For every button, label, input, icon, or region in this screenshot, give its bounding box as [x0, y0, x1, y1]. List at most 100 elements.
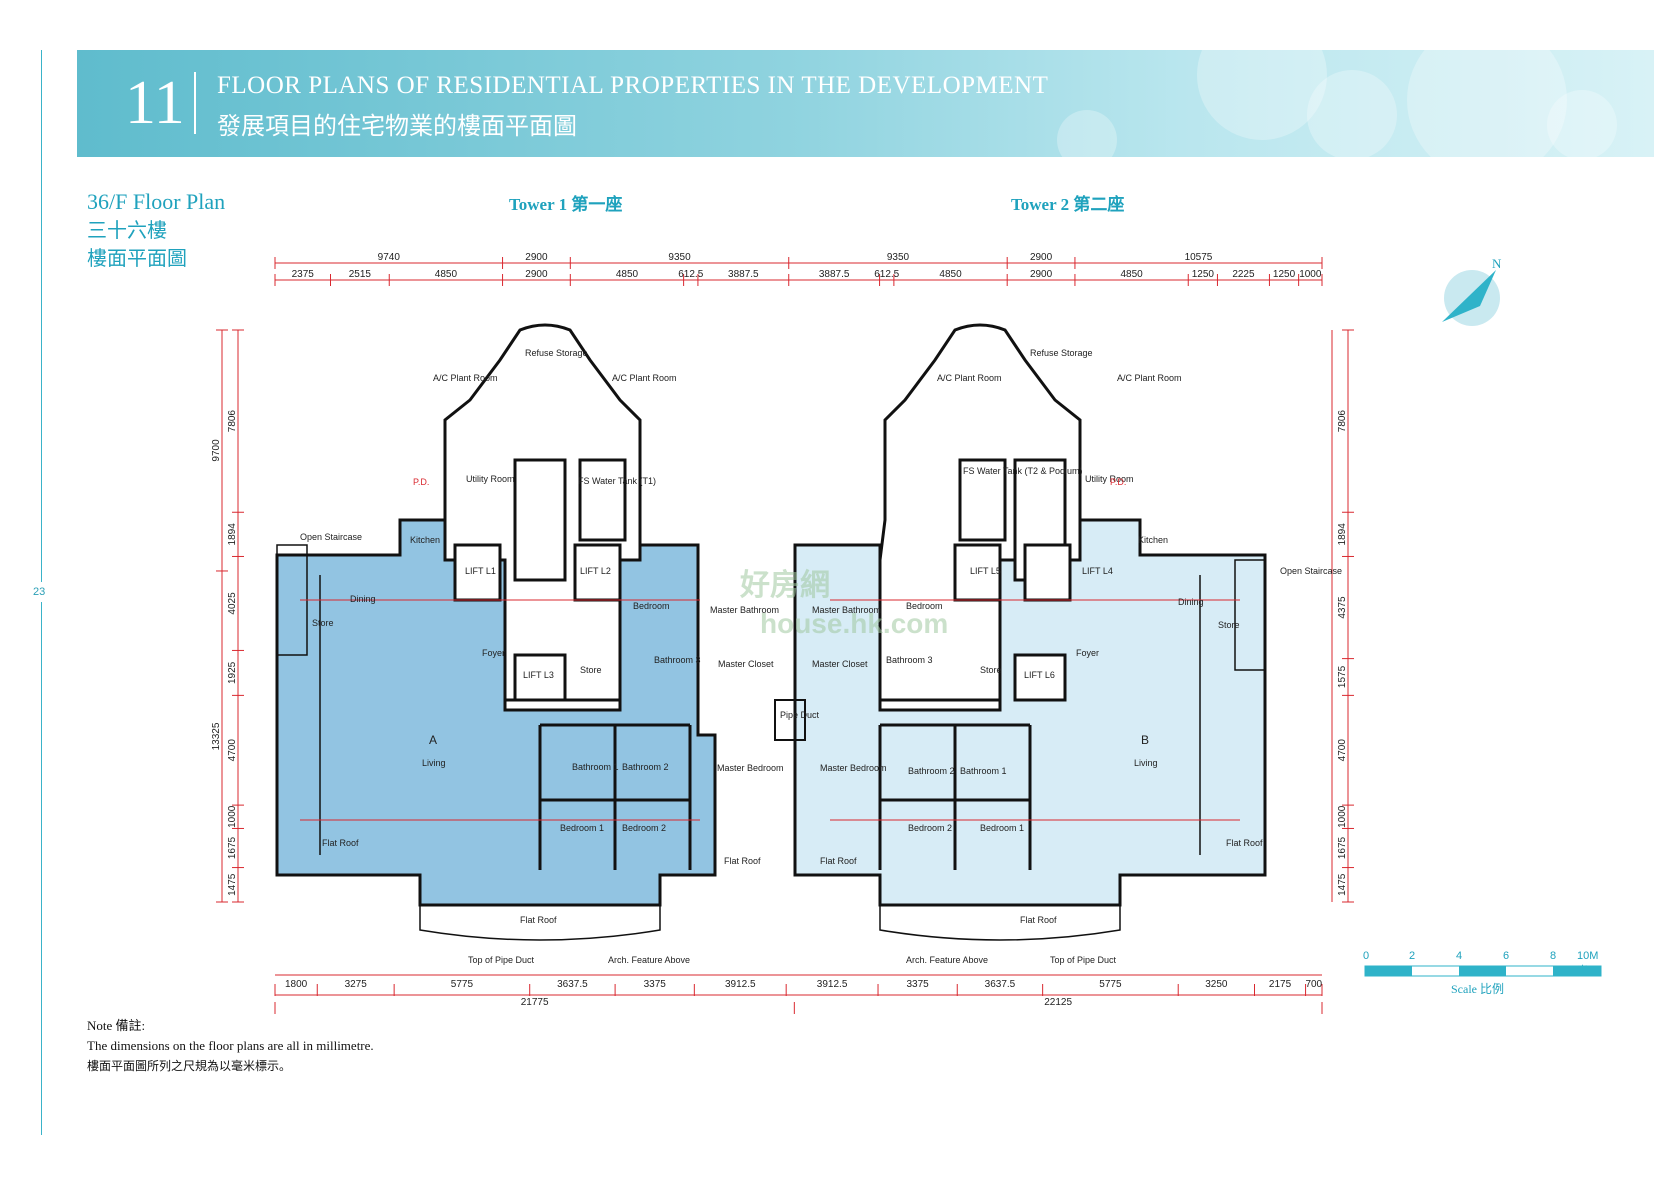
tower-1-label: Tower 1 第一座: [509, 195, 623, 214]
room-master-bedroom-b: Master Bedroom: [820, 763, 887, 773]
room-ac-plant-t2-right: A/C Plant Room: [1117, 373, 1182, 383]
floor-plan-title-zh-2: 樓面平面圖: [87, 246, 187, 270]
dimension-label: 2375: [292, 269, 315, 280]
room-ac-plant-t1-right: A/C Plant Room: [612, 373, 677, 383]
room-refuse-storage-t2: Refuse Storage: [1030, 348, 1093, 358]
room-living-b: Living: [1134, 758, 1158, 768]
room-utility-b: Utility Room: [1085, 474, 1134, 484]
dimension-label: 7806: [227, 410, 238, 433]
lift-l4: LIFT L4: [1082, 566, 1113, 576]
room-store-staircase-b: Store: [1218, 620, 1240, 630]
watermark-line1: 好房網: [740, 569, 830, 602]
room-fs-tank-t2: FS Water Tank (T2 & Podium): [963, 466, 1083, 476]
room-ac-plant-t2-left: A/C Plant Room: [937, 373, 1002, 383]
room-master-bedroom-a: Master Bedroom: [717, 763, 784, 773]
room-utility-a: Utility Room: [466, 474, 515, 484]
watermark-line2: house.hk.com: [760, 608, 949, 639]
room-flat-roof-a: Flat Roof: [322, 838, 359, 848]
note-line-zh: 樓面平面圖所列之尺規為以毫米標示。: [87, 1059, 292, 1073]
dimension-label: 1475: [1337, 873, 1348, 896]
room-dining-b: Dining: [1178, 597, 1204, 607]
scale-tick: 8: [1550, 950, 1557, 962]
lift-l6: LIFT L6: [1024, 670, 1055, 680]
banner-title-en: FLOOR PLANS OF RESIDENTIAL PROPERTIES IN…: [217, 72, 1049, 99]
room-refuse-storage-t1: Refuse Storage: [525, 348, 588, 358]
note-block: Note 備註: The dimensions on the floor pla…: [87, 1016, 374, 1076]
dimension-label: 4850: [435, 269, 458, 280]
unit-b-area: [793, 518, 1267, 907]
room-store-a: Store: [580, 665, 602, 675]
label-open-staircase-b: Open Staircase: [1280, 566, 1343, 576]
dimension-label: 1925: [227, 661, 238, 684]
tower-2-label: Tower 2 第二座: [1011, 195, 1125, 214]
room-kitchen-a: Kitchen: [410, 535, 441, 545]
scale-tick: 4: [1456, 950, 1463, 962]
label-top-pipe-duct-a: Top of Pipe Duct: [468, 955, 535, 965]
note-heading: Note 備註:: [87, 1018, 146, 1033]
dimension-label: 1675: [1337, 836, 1348, 859]
dimension-label: 9700: [211, 439, 222, 462]
section-number: 11: [125, 69, 185, 137]
dimension-label: 4025: [227, 592, 238, 615]
dimension-label: 4850: [1120, 269, 1143, 280]
dimension-label: 3637.5: [557, 979, 588, 990]
label-arch-feature-a: Arch. Feature Above: [608, 955, 691, 965]
dimension-label: 2900: [1030, 252, 1053, 263]
room-master-closet-a: Master Closet: [718, 659, 774, 669]
dimension-label: 4700: [227, 739, 238, 762]
dimension-label: 612.5: [874, 269, 899, 280]
banner-divider: [194, 72, 196, 134]
room-bedroom1-a: Bedroom 1: [560, 823, 605, 833]
north-arrow: N: [1442, 256, 1502, 326]
dimension-label: 9350: [668, 252, 691, 263]
dimension-label: 3637.5: [985, 979, 1016, 990]
scale-graphic: [1364, 965, 1602, 977]
room-store-staircase-a: Store: [312, 618, 334, 628]
dimension-label: 5775: [451, 979, 474, 990]
floor-plan-title-zh-1: 三十六樓: [87, 218, 167, 242]
dimension-label: 2175: [1269, 979, 1292, 990]
label-top-pipe-duct-b: Top of Pipe Duct: [1050, 955, 1117, 965]
dimension-label: 1894: [1337, 523, 1348, 546]
dimension-label: 1000: [227, 805, 238, 828]
dimension-label: 1475: [227, 873, 238, 896]
scale-tick: 2: [1409, 950, 1416, 962]
dimension-label: 1000: [1299, 269, 1322, 280]
dimension-label: 3887.5: [728, 269, 759, 280]
room-store-b: Store: [980, 665, 1002, 675]
dimension-label: 2900: [1030, 269, 1053, 280]
room-flat-roof-bay-b: Flat Roof: [1020, 915, 1057, 925]
dimension-label: 22125: [1044, 997, 1072, 1008]
room-master-bathroom-b: Master Bathroom: [812, 605, 882, 615]
dimension-label: 3912.5: [817, 979, 848, 990]
banner-title-zh: 發展項目的住宅物業的樓面平面圖: [217, 112, 577, 140]
dimension-label: 2225: [1232, 269, 1255, 280]
flat-a-marker: A: [429, 733, 438, 747]
room-ac-plant-t1-left: A/C Plant Room: [433, 373, 498, 383]
tower-1-core: [443, 323, 642, 702]
room-flat-roof-bay-a: Flat Roof: [520, 915, 557, 925]
room-bedroom-b: Bedroom: [906, 601, 943, 611]
dimension-label: 1800: [285, 979, 308, 990]
dimension-label: 4700: [1337, 739, 1348, 762]
room-bedroom2-b: Bedroom 2: [908, 823, 953, 833]
label-open-staircase-a: Open Staircase: [300, 532, 363, 542]
room-foyer-b: Foyer: [1076, 648, 1100, 658]
tower-2-core: [878, 323, 1082, 702]
dimension-label: 1000: [1337, 805, 1348, 828]
room-master-closet-b: Master Closet: [812, 659, 868, 669]
dimension-label: 700: [1305, 979, 1322, 990]
note-line-en: The dimensions on the floor plans are al…: [87, 1038, 374, 1053]
dimension-label: 3275: [345, 979, 368, 990]
room-bathroom1-a: Bathroom 1: [572, 762, 619, 772]
room-bedroom2-a: Bedroom 2: [622, 823, 667, 833]
room-foyer-a: Foyer: [482, 648, 506, 658]
dimension-label: 1250: [1192, 269, 1215, 280]
label-arch-feature-b: Arch. Feature Above: [906, 955, 989, 965]
label-pd-b: P.D.: [1110, 477, 1127, 487]
dimension-label: 1575: [1337, 665, 1348, 688]
dimension-label: 9740: [378, 252, 401, 263]
dimension-label: 7806: [1337, 410, 1348, 433]
room-living-a: Living: [422, 758, 446, 768]
